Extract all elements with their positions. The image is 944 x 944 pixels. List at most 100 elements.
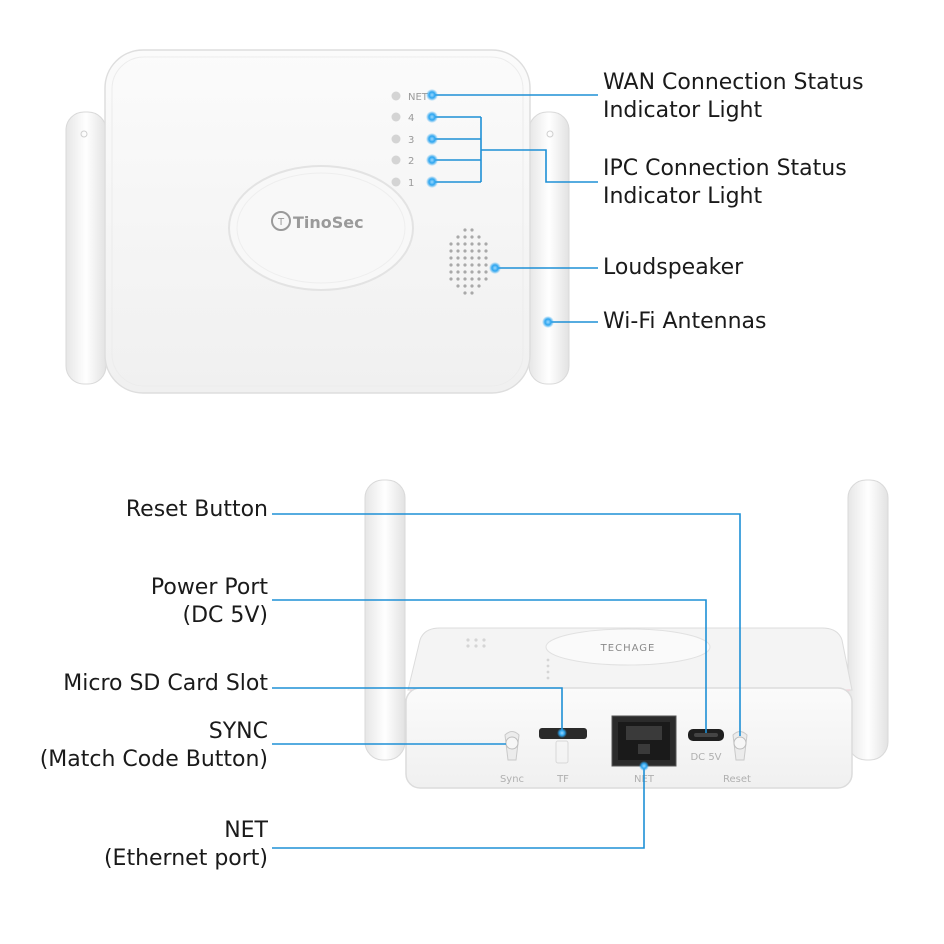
speaker-hole (449, 277, 453, 281)
dc-power-port[interactable] (688, 729, 724, 741)
speaker-hole (470, 235, 474, 239)
led-label-2: 2 (408, 156, 414, 167)
tinosec-logo: T TinoSec (271, 211, 364, 232)
speaker-hole (449, 270, 453, 274)
led-label-3: 3 (408, 135, 414, 146)
speaker-hole (470, 270, 474, 274)
sd-callout-line1: Micro SD Card Slot (63, 671, 268, 696)
speaker-hole (463, 256, 467, 260)
led-indicators: NET 4 3 2 1 (391, 91, 429, 189)
front-left-antenna (65, 111, 107, 385)
brand-rear: TECHAGE (600, 643, 656, 654)
speaker-hole (477, 284, 481, 288)
ipc-callout-line1: IPC Connection Status (603, 156, 847, 181)
speaker-hole (477, 242, 481, 246)
tf-label: TF (556, 774, 569, 785)
speaker-hole (456, 242, 460, 246)
wan-callout-line1: WAN Connection Status (603, 70, 864, 95)
reset-callout-line1: Reset Button (125, 497, 268, 522)
sd-callout: Micro SD Card Slot (63, 670, 268, 698)
speaker-hole (463, 277, 467, 281)
speaker-hole (477, 270, 481, 274)
reset-callout: Reset Button (126, 496, 268, 524)
speaker-hole (456, 263, 460, 267)
front-device: T TinoSec NET 4 3 2 1 (65, 49, 570, 394)
speaker-hole (463, 235, 467, 239)
speaker-hole (484, 263, 488, 267)
speaker-hole (484, 249, 488, 253)
speaker-hole (470, 291, 474, 295)
speaker-hole (477, 277, 481, 281)
speaker-hole (470, 242, 474, 246)
speaker-hole (477, 249, 481, 253)
rear-callout-dots (557, 728, 649, 771)
speaker-hole (463, 228, 467, 232)
speaker-hole (470, 249, 474, 253)
front-right-antenna (528, 111, 570, 385)
net-callout-line2: (Ethernet port) (103, 846, 268, 871)
speaker-hole (456, 235, 460, 239)
speaker-hole (449, 263, 453, 267)
speaker-hole (463, 263, 467, 267)
net-callout-line1: NET (224, 818, 268, 843)
power-callout: Power Port (DC 5V) (151, 574, 268, 630)
speaker-grille (449, 228, 488, 295)
speaker-hole (456, 249, 460, 253)
speaker-hole (449, 256, 453, 260)
speaker-hole (456, 277, 460, 281)
speaker-hole (470, 284, 474, 288)
rear-right-antenna (847, 479, 889, 761)
front-callout-dots (426, 89, 554, 328)
led-label-1: 1 (408, 178, 414, 189)
speaker-callout: Loudspeaker (603, 254, 743, 282)
sync-label: Sync (500, 774, 524, 785)
speaker-hole (463, 249, 467, 253)
speaker-hole (477, 235, 481, 239)
power-callout-line2: (DC 5V) (182, 603, 268, 628)
sync-button[interactable] (504, 731, 520, 761)
speaker-hole (456, 284, 460, 288)
dc-label: DC 5V (690, 752, 721, 763)
speaker-hole (463, 284, 467, 288)
sync-callout-line2: (Match Code Button) (39, 747, 268, 772)
antenna-callout-line1: Wi-Fi Antennas (603, 309, 767, 334)
speaker-hole (477, 263, 481, 267)
speaker-hole (449, 242, 453, 246)
front-callout-lines (432, 94, 598, 323)
speaker-hole (477, 256, 481, 260)
ethernet-port[interactable] (611, 715, 677, 767)
wan-callout-line2: Indicator Light (603, 98, 763, 123)
speaker-hole (456, 256, 460, 260)
power-callout-line1: Power Port (150, 575, 268, 600)
wan-callout: WAN Connection Status Indicator Light (603, 69, 864, 125)
speaker-hole (470, 263, 474, 267)
ipc-callout: IPC Connection Status Indicator Light (603, 155, 847, 211)
speaker-hole (456, 270, 460, 274)
led-label-4: 4 (408, 113, 414, 124)
speaker-hole (470, 256, 474, 260)
sync-callout: SYNC (Match Code Button) (40, 718, 268, 774)
rear-left-antenna (364, 479, 406, 761)
speaker-hole (449, 249, 453, 253)
speaker-hole (470, 277, 474, 281)
svg-text:T: T (277, 217, 285, 228)
speaker-hole (484, 256, 488, 260)
logo-oval (228, 165, 414, 291)
reset-label: Reset (723, 774, 751, 785)
sync-callout-line1: SYNC (208, 719, 268, 744)
net-callout: NET (Ethernet port) (104, 817, 268, 873)
reset-button[interactable] (732, 731, 748, 761)
speaker-hole (470, 228, 474, 232)
speaker-callout-line1: Loudspeaker (603, 255, 744, 280)
speaker-hole (484, 277, 488, 281)
speaker-hole (484, 242, 488, 246)
speaker-hole (463, 291, 467, 295)
speaker-hole (463, 242, 467, 246)
brand-front: TinoSec (293, 213, 364, 232)
rear-device: TECHAGE Sync TF NET (364, 479, 889, 789)
speaker-hole (484, 270, 488, 274)
led-label-net: NET (408, 92, 429, 103)
rear-callout-lines (272, 513, 741, 849)
speaker-hole (463, 270, 467, 274)
